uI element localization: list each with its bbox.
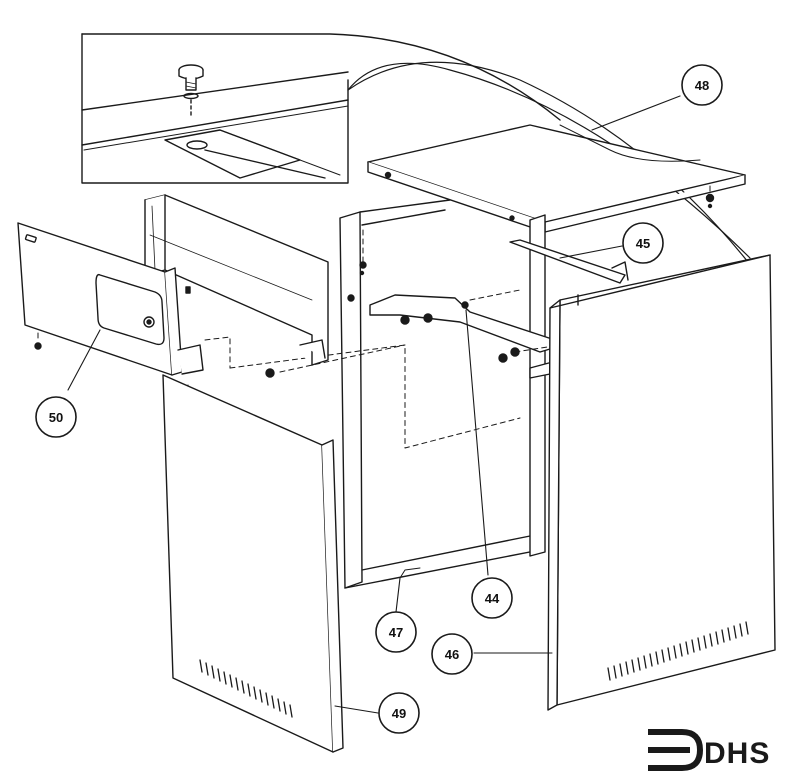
front-panel [162, 374, 344, 753]
callout-label: 48 [695, 78, 709, 93]
dhs-logo: DHS [648, 729, 770, 771]
callout-46: 46 [431, 633, 473, 675]
callout-label: 44 [485, 591, 500, 606]
callout-50: 50 [35, 396, 77, 438]
callout-label: 47 [389, 625, 403, 640]
callout-49: 49 [378, 692, 420, 734]
callout-47: 47 [375, 611, 417, 653]
top-panel [367, 124, 746, 233]
callout-label: 46 [445, 647, 459, 662]
callout-45: 45 [622, 222, 664, 264]
logo-text: DHS [704, 737, 770, 770]
screw-icon [178, 64, 204, 100]
callout-label: 50 [49, 410, 63, 425]
leader-lines [67, 95, 681, 714]
detail-inset [81, 33, 561, 184]
callout-label: 49 [392, 706, 406, 721]
control-panel [17, 222, 204, 376]
rear-frame [339, 199, 546, 589]
callout-48: 48 [681, 64, 723, 106]
callout-label: 45 [636, 236, 650, 251]
side-panel [547, 254, 776, 711]
callout-44: 44 [471, 577, 513, 619]
